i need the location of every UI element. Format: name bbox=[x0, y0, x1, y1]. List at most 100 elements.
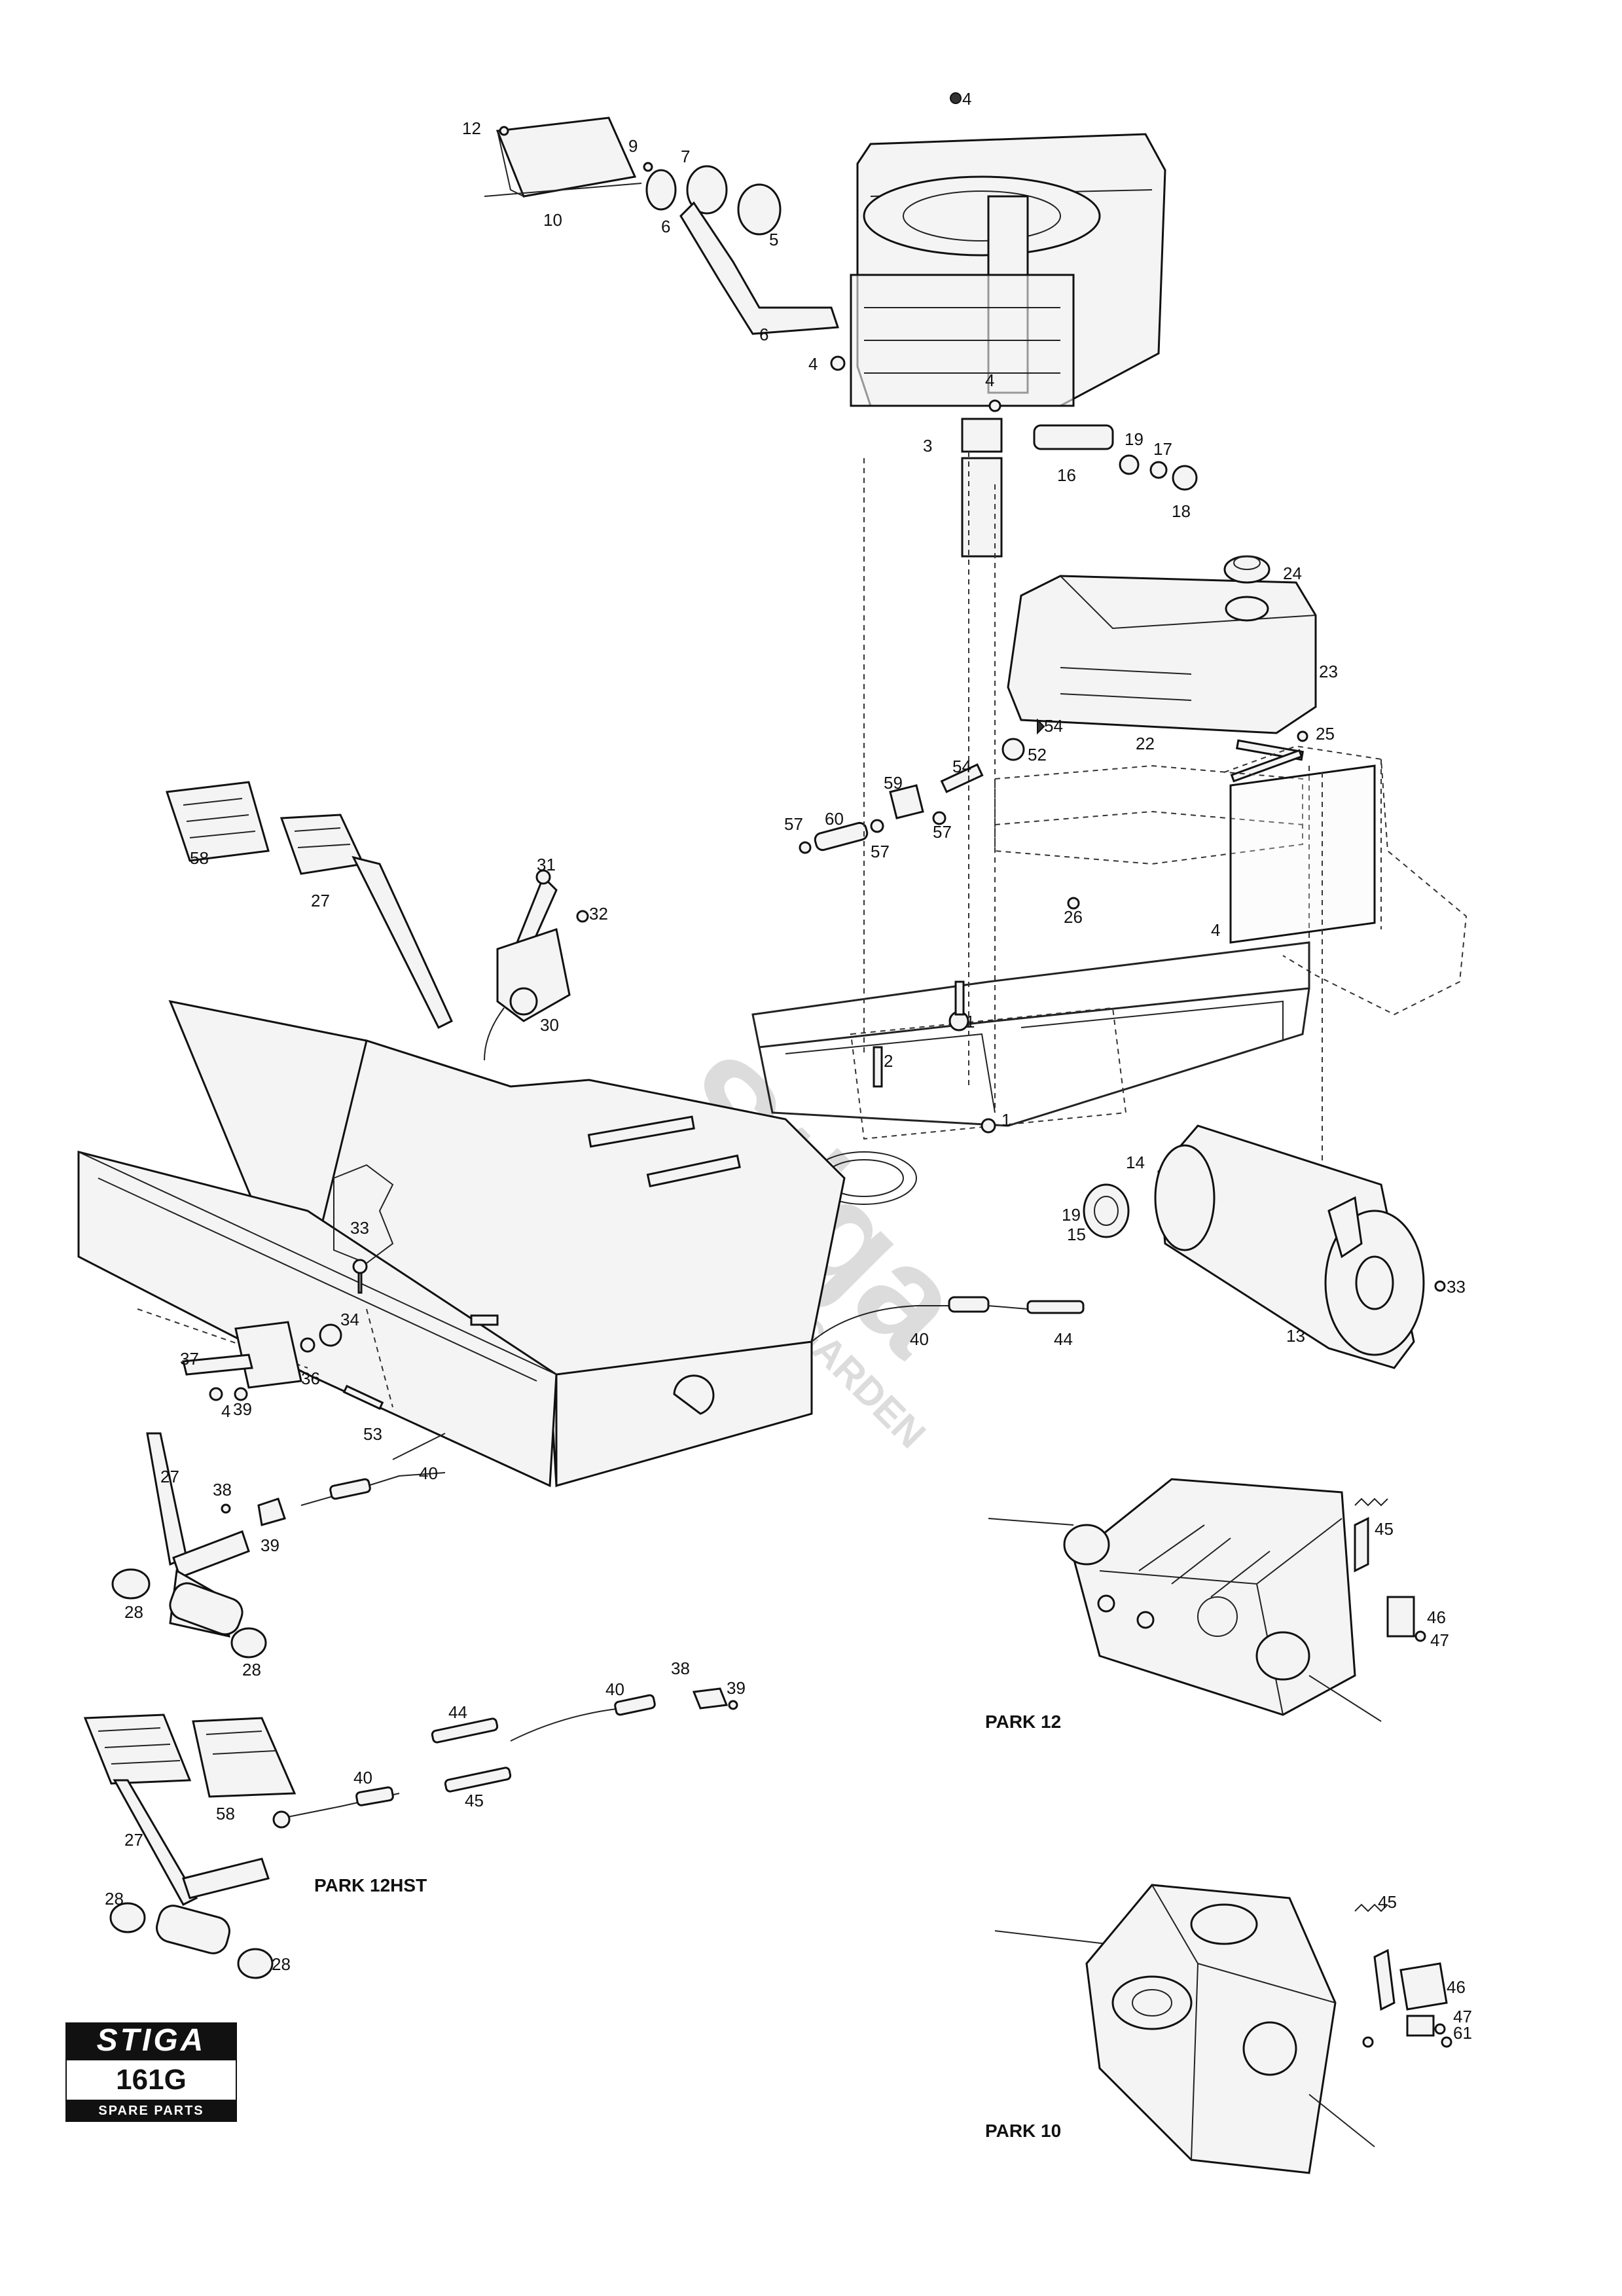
label-9: 9 bbox=[628, 136, 638, 156]
label-1: 1 bbox=[1001, 1110, 1011, 1130]
muffler bbox=[1083, 1124, 1425, 1369]
label-40-mid: 40 bbox=[419, 1463, 438, 1483]
label-58-hst: 58 bbox=[216, 1804, 235, 1823]
pedal-pads-top bbox=[165, 781, 453, 1030]
label-28-b: 28 bbox=[242, 1660, 261, 1679]
label-40-top: 40 bbox=[910, 1329, 929, 1349]
label-12: 12 bbox=[462, 118, 481, 138]
label-4-engine: 4 bbox=[808, 354, 818, 374]
label-27-hst: 27 bbox=[124, 1830, 143, 1850]
caption-park10: PARK 10 bbox=[985, 2121, 1061, 2141]
brake-pedal-mid bbox=[111, 1432, 286, 1659]
label-4-top: 4 bbox=[962, 89, 971, 109]
label-3: 3 bbox=[923, 436, 932, 456]
label-40-hst-top: 40 bbox=[605, 1679, 624, 1699]
label-46-park12: 46 bbox=[1427, 1607, 1446, 1627]
label-53: 53 bbox=[363, 1424, 382, 1444]
label-16: 16 bbox=[1057, 465, 1076, 485]
air-intake bbox=[484, 117, 840, 335]
fasteners bbox=[499, 92, 1446, 1292]
logo-subtitle: SPARE PARTS bbox=[65, 2100, 237, 2122]
brake-bracket bbox=[182, 1259, 384, 1410]
label-33-body: 33 bbox=[350, 1218, 369, 1238]
label-26: 26 bbox=[1064, 907, 1083, 927]
label-22: 22 bbox=[1136, 734, 1155, 753]
label-4-bracket: 4 bbox=[221, 1401, 230, 1421]
label-7: 7 bbox=[681, 147, 690, 166]
label-23: 23 bbox=[1319, 662, 1338, 681]
caption-park12: PARK 12 bbox=[985, 1712, 1061, 1732]
label-6-pipe: 6 bbox=[759, 325, 768, 344]
caption-park12hst: PARK 12HST bbox=[314, 1875, 427, 1895]
label-34: 34 bbox=[340, 1310, 359, 1329]
park12hst-group bbox=[83, 1687, 738, 1979]
logo-model: 161G bbox=[65, 2059, 237, 2101]
label-52: 52 bbox=[1028, 745, 1047, 764]
label-19-top: 19 bbox=[1125, 429, 1144, 449]
label-13: 13 bbox=[1286, 1326, 1305, 1346]
label-30: 30 bbox=[540, 1015, 559, 1035]
label-25: 25 bbox=[1316, 724, 1335, 744]
label-36: 36 bbox=[301, 1369, 320, 1388]
label-33-muffler: 33 bbox=[1447, 1277, 1466, 1297]
label-38-hst: 38 bbox=[671, 1659, 690, 1678]
label-37: 37 bbox=[180, 1349, 199, 1369]
logo-brand: STIGA bbox=[65, 2022, 237, 2059]
part-labels: 4 12 9 7 6 5 10 6 4 4 3 16 19 17 18 24 2… bbox=[105, 89, 1472, 2043]
label-31: 31 bbox=[537, 855, 556, 874]
label-24: 24 bbox=[1283, 564, 1302, 583]
label-59: 59 bbox=[884, 773, 903, 793]
label-46-park10: 46 bbox=[1447, 1977, 1466, 1997]
label-27-top: 27 bbox=[311, 891, 330, 910]
label-14: 14 bbox=[1126, 1153, 1145, 1172]
label-47-park12: 47 bbox=[1430, 1630, 1449, 1650]
label-39-hst: 39 bbox=[727, 1678, 746, 1698]
label-60: 60 bbox=[825, 809, 844, 829]
label-45-park10: 45 bbox=[1378, 1892, 1397, 1912]
label-57-mid: 57 bbox=[871, 842, 890, 861]
springs bbox=[1354, 1498, 1388, 1912]
label-17: 17 bbox=[1153, 439, 1172, 459]
chassis-frame bbox=[751, 452, 1468, 1205]
label-57-left: 57 bbox=[784, 814, 803, 834]
label-54: 54 bbox=[952, 757, 971, 776]
label-45-park12: 45 bbox=[1375, 1519, 1394, 1539]
label-19-muffler: 19 bbox=[1062, 1205, 1081, 1225]
label-27-mid: 27 bbox=[160, 1467, 179, 1486]
label-57-right: 57 bbox=[933, 822, 952, 842]
label-2: 2 bbox=[884, 1051, 893, 1071]
label-28-a: 28 bbox=[124, 1602, 143, 1622]
label-38-mid: 38 bbox=[213, 1480, 232, 1499]
stiga-logo: STIGA 161G SPARE PARTS bbox=[65, 2022, 237, 2126]
label-28-d: 28 bbox=[272, 1954, 291, 1974]
label-61: 61 bbox=[1453, 2023, 1472, 2043]
park12-transmission bbox=[988, 1478, 1426, 1722]
label-1-upper: 1 bbox=[965, 1012, 975, 1031]
label-10: 10 bbox=[543, 210, 562, 230]
label-58-top: 58 bbox=[190, 848, 209, 868]
label-39-mid: 39 bbox=[261, 1535, 279, 1555]
label-44-top: 44 bbox=[1054, 1329, 1073, 1349]
label-15: 15 bbox=[1067, 1225, 1086, 1244]
label-18: 18 bbox=[1172, 501, 1191, 521]
body-shell bbox=[77, 999, 846, 1488]
label-40-hst: 40 bbox=[353, 1768, 372, 1787]
label-28-c: 28 bbox=[105, 1889, 124, 1909]
captions: PARK 12 PARK 12HST PARK 10 bbox=[314, 1712, 1061, 2141]
label-32: 32 bbox=[589, 904, 608, 924]
label-47-park10: 47 bbox=[1453, 2007, 1472, 2026]
park10-transmission bbox=[994, 1884, 1452, 2174]
fuel-tank bbox=[1007, 555, 1317, 783]
throttle-control bbox=[484, 869, 589, 1061]
label-6-top: 6 bbox=[661, 217, 670, 236]
label-4-frame: 4 bbox=[1211, 920, 1220, 940]
fuel-lines bbox=[799, 718, 1045, 854]
label-39-bracket: 39 bbox=[233, 1399, 252, 1419]
label-45-hst: 45 bbox=[465, 1791, 484, 1810]
label-5: 5 bbox=[769, 230, 778, 249]
label-54-top: 54 bbox=[1044, 716, 1063, 736]
label-44-hst: 44 bbox=[448, 1702, 467, 1722]
engine bbox=[850, 133, 1166, 453]
label-4-shaft: 4 bbox=[985, 370, 994, 390]
